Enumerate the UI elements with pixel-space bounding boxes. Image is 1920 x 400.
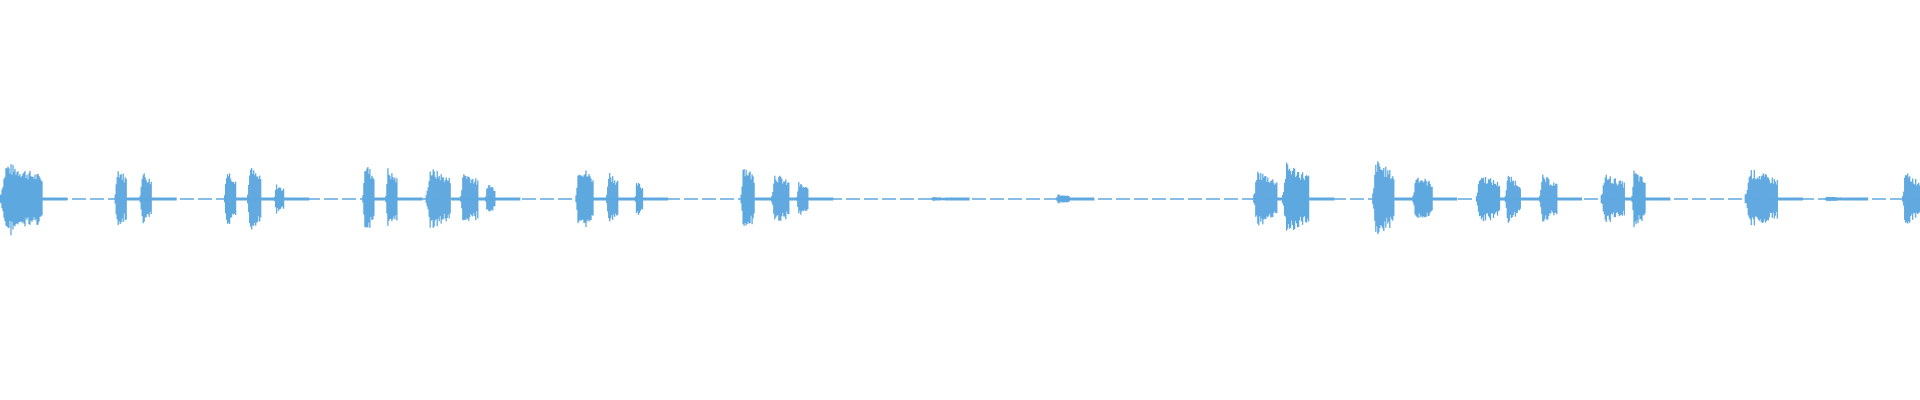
waveform-segment	[1281, 162, 1335, 231]
waveform-segment	[771, 175, 815, 221]
waveform-segment	[1504, 175, 1546, 223]
waveform-segment	[485, 185, 521, 212]
waveform-segment	[930, 197, 970, 201]
waveform-segment	[634, 182, 669, 215]
waveform-segment	[1631, 170, 1671, 228]
waveform-segment	[1253, 171, 1302, 226]
waveform-segment	[1823, 196, 1869, 202]
waveform-segment	[1055, 194, 1095, 204]
waveform-segment	[1902, 173, 1920, 224]
waveform-segment	[1539, 174, 1583, 222]
waveform-segment	[1744, 169, 1803, 226]
waveform-segment	[0, 164, 68, 236]
waveform-segment	[1412, 177, 1458, 218]
waveform-segment	[139, 173, 177, 224]
waveform-segment	[575, 170, 619, 227]
waveform-segment	[273, 184, 310, 214]
waveform-segment	[385, 168, 423, 226]
waveform-segment	[1600, 174, 1650, 222]
waveform-segment	[796, 182, 834, 215]
waveform-segment	[460, 174, 504, 221]
waveform-segment	[425, 169, 477, 228]
waveform-segment	[1372, 161, 1419, 235]
waveform-segment	[606, 173, 644, 222]
waveform-segment	[740, 169, 780, 226]
